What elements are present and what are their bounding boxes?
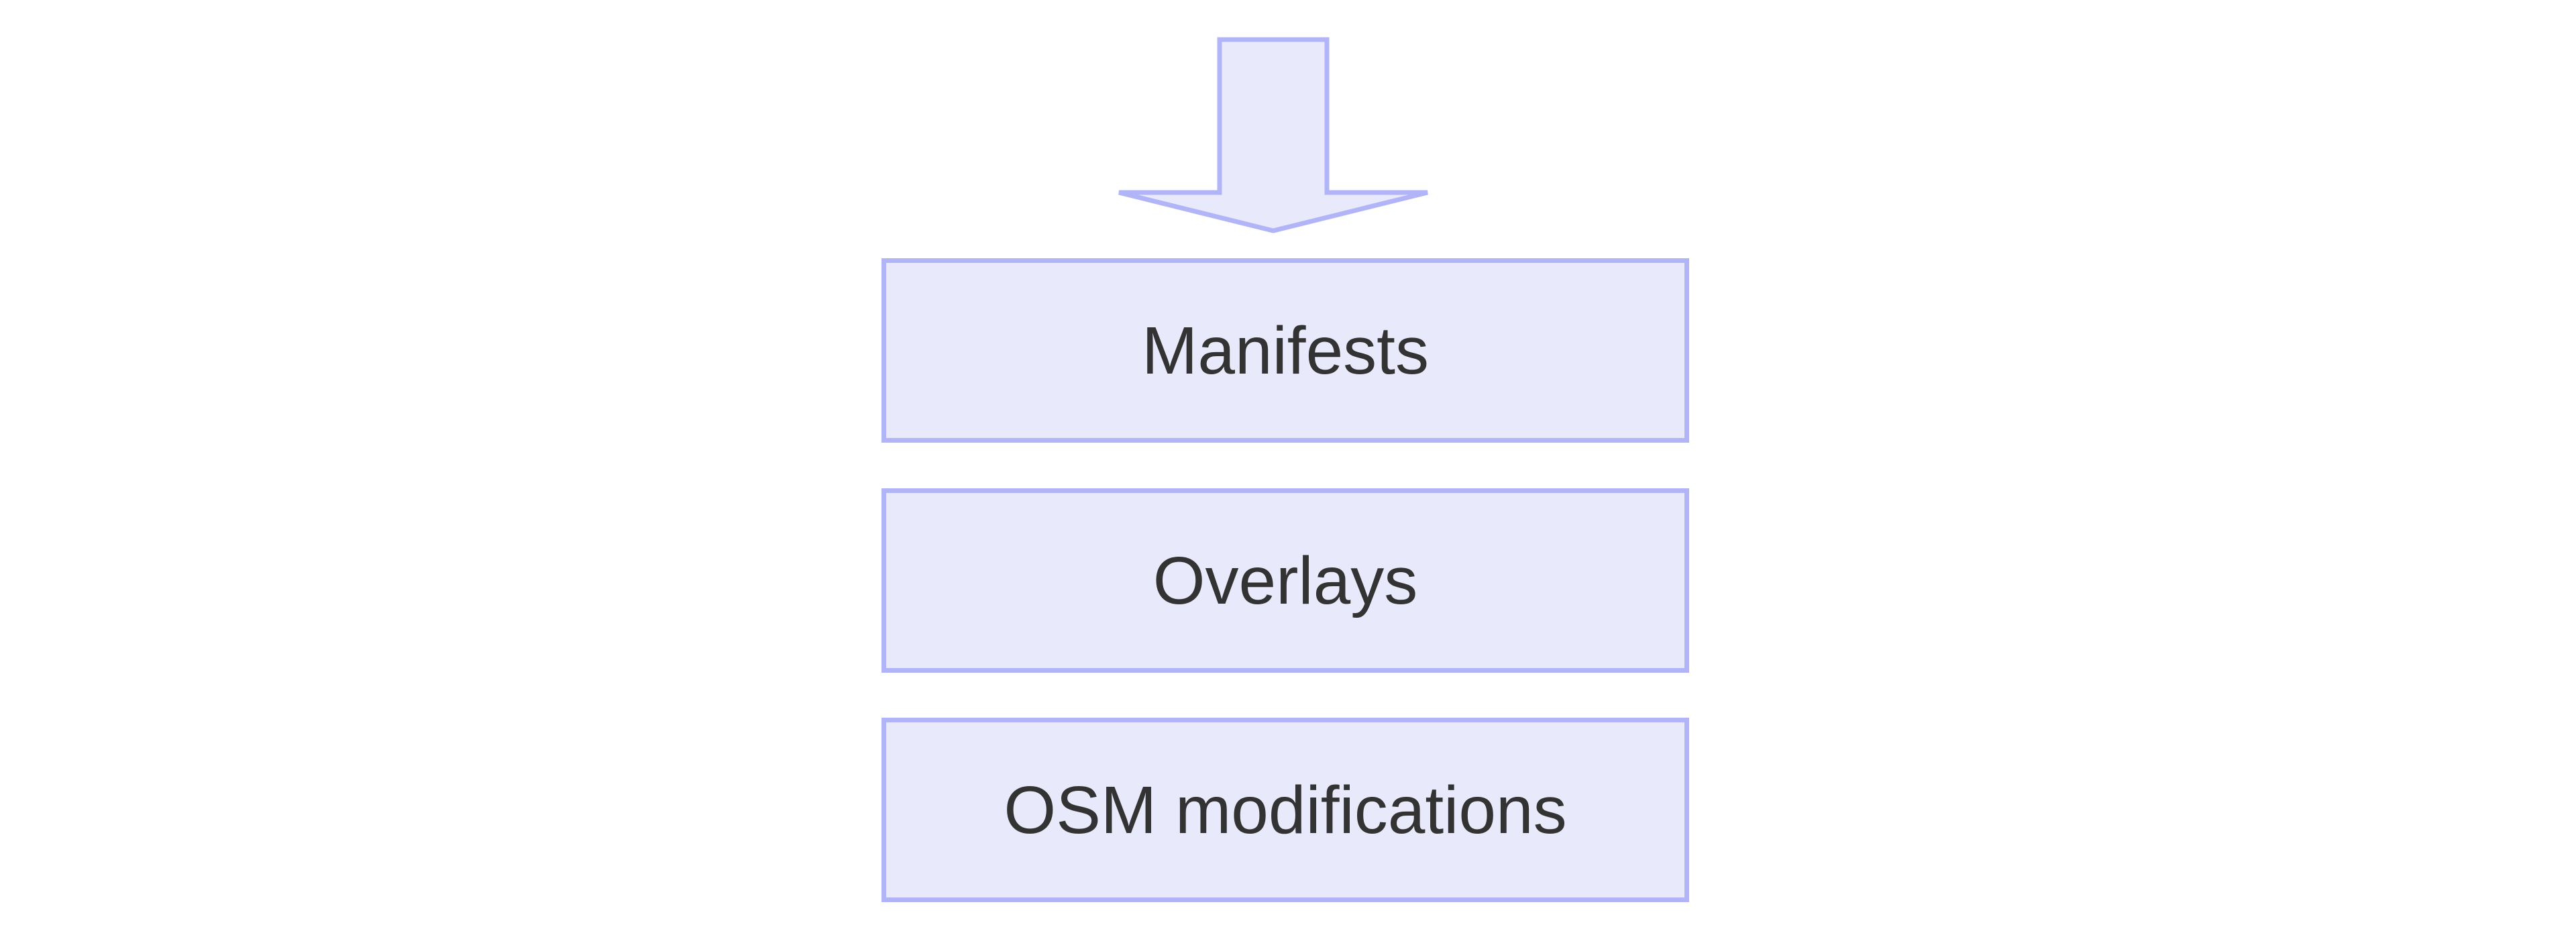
down-arrow-shape: [1118, 37, 1428, 233]
down-arrow-icon: [1115, 37, 1432, 233]
node-osm-modifications[interactable]: OSM modifications: [881, 718, 1689, 902]
node-osm-modifications-label: OSM modifications: [1004, 772, 1567, 848]
node-overlays[interactable]: Overlays: [881, 488, 1689, 673]
node-manifests-label: Manifests: [1142, 313, 1429, 388]
node-manifests[interactable]: Manifests: [881, 258, 1689, 443]
node-overlays-label: Overlays: [1152, 543, 1418, 618]
